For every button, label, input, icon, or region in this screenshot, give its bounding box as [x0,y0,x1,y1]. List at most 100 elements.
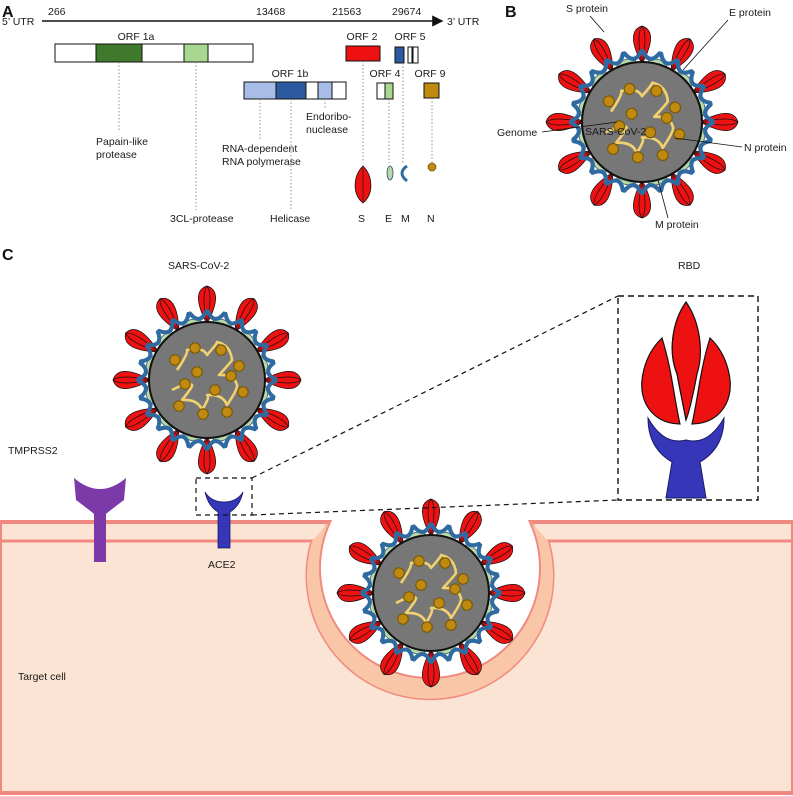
membrane-protein [447,524,467,539]
utr5-label: 5’ UTR [2,16,35,28]
rdrp-domain [243,81,277,100]
rna-genome [605,81,675,155]
membrane-protein [252,412,269,430]
nucleocapsid-protein [179,378,191,390]
zoom-connector-top [251,295,619,479]
membrane-protein [447,647,467,662]
membrane-protein [703,102,715,124]
rdrp-label: RNA-dependent RNA polymerase [222,143,301,168]
nucleocapsid-protein [415,579,427,591]
orf9-box [423,82,440,99]
spike-protein-icon [354,165,372,204]
virion-core [147,320,267,440]
nucleocapsid-protein [625,107,638,120]
membrane-protein [476,625,493,643]
membrane-protein [138,344,153,364]
position-29674: 29674 [392,6,421,18]
panel-c: C Target cell TMPRSS2 ACE2 SARS-CoV-2 RB… [0,247,793,795]
rna-genome [395,553,463,625]
membrane-protein [381,531,399,548]
nucleocapsid-protein [189,342,201,354]
orf1a-label: ORF 1a [118,31,155,43]
papain-protease-label: Papain-like protease [96,136,151,161]
membrane-protein [362,557,377,577]
membrane-protein [138,396,153,416]
m-label: M [401,213,410,225]
membrane-protein [590,58,609,75]
nucleocapsid-protein [209,384,221,396]
3cl-domain [183,43,209,63]
membrane-protein [360,574,372,595]
membrane-protein [485,557,500,577]
nucleocapsid-protein [191,366,203,378]
membrane-protein [659,51,679,66]
membrane-protein [640,49,662,61]
orf4-label: ORF 4 [370,68,401,80]
membrane-protein [429,522,450,534]
nucleocapsid-protein [650,84,663,97]
position-21563: 21563 [332,6,361,18]
nucleocapsid-protein [397,613,409,625]
target-cell-label: Target cell [18,671,66,683]
3cl-protease-label: 3CL-protease [170,213,234,225]
membrane-protein [412,652,433,664]
m-protein-label: M protein [655,219,699,231]
membrane-protein [675,169,694,186]
s-protein-label: S protein [566,3,608,15]
e-label: E [385,213,392,225]
nucleocapsid-protein [660,111,673,124]
virus-label-c: SARS-CoV-2 [168,260,229,272]
membrane-protein [205,439,226,451]
endoribonuclease-label: Endoribo- nuclease [306,111,354,136]
membrane-protein [675,58,694,75]
membrane-protein [571,139,586,159]
nucleocapsid-protein-icon [427,162,437,172]
membrane-protein [476,543,493,561]
membrane-protein [395,524,415,539]
virion-b [545,25,739,219]
ace2-receptor [204,491,244,549]
membrane-protein [266,378,278,399]
membrane-protein [261,344,276,364]
membrane-protein [689,70,706,89]
membrane-protein [412,522,433,534]
membrane-protein-icon [400,164,408,183]
nucleocapsid-protein [169,354,181,366]
nucleocapsid-protein [631,151,644,164]
nucleocapsid-protein [607,142,620,155]
membrane-protein [136,378,148,399]
nucleocapsid-protein [237,386,249,398]
nucleocapsid-protein [644,126,657,139]
membrane-protein [369,543,386,561]
genome-label: Genome [497,127,537,139]
membrane-protein [490,574,502,595]
nucleocapsid-protein [602,95,615,108]
orf1b-box [243,81,347,100]
tmprss2-label: TMPRSS2 [8,445,58,457]
membrane-protein [605,178,625,193]
nucleocapsid-protein [445,619,457,631]
utr3-label: 3’ UTR [447,16,480,28]
helicase-label: Helicase [270,213,310,225]
membrane-protein [239,425,257,442]
ace2-enlarged [647,416,725,499]
panel-a: A 5’ UTR 3’ UTR 266 13468 21563 29674 OR… [2,4,480,225]
virion-core [580,60,704,184]
nucleocapsid-protein [173,400,185,412]
nucleocapsid-protein [233,360,245,372]
e-protein-label: E protein [729,7,771,19]
membrane-protein [145,412,162,430]
nucleocapsid-protein [457,573,469,585]
zoom-source-box [195,477,253,516]
virus-label-b: SARS-CoV-2 [585,126,646,138]
virion-c-free [112,285,302,475]
nucleocapsid-protein [656,149,669,162]
ace2-label: ACE2 [208,559,236,571]
nucleocapsid-protein [613,120,626,133]
membrane-protein [369,625,386,643]
nucleocapsid-protein [673,128,686,141]
membrane-protein [485,609,500,629]
nucleocapsid-protein [461,599,473,611]
membrane-protein [381,638,399,655]
